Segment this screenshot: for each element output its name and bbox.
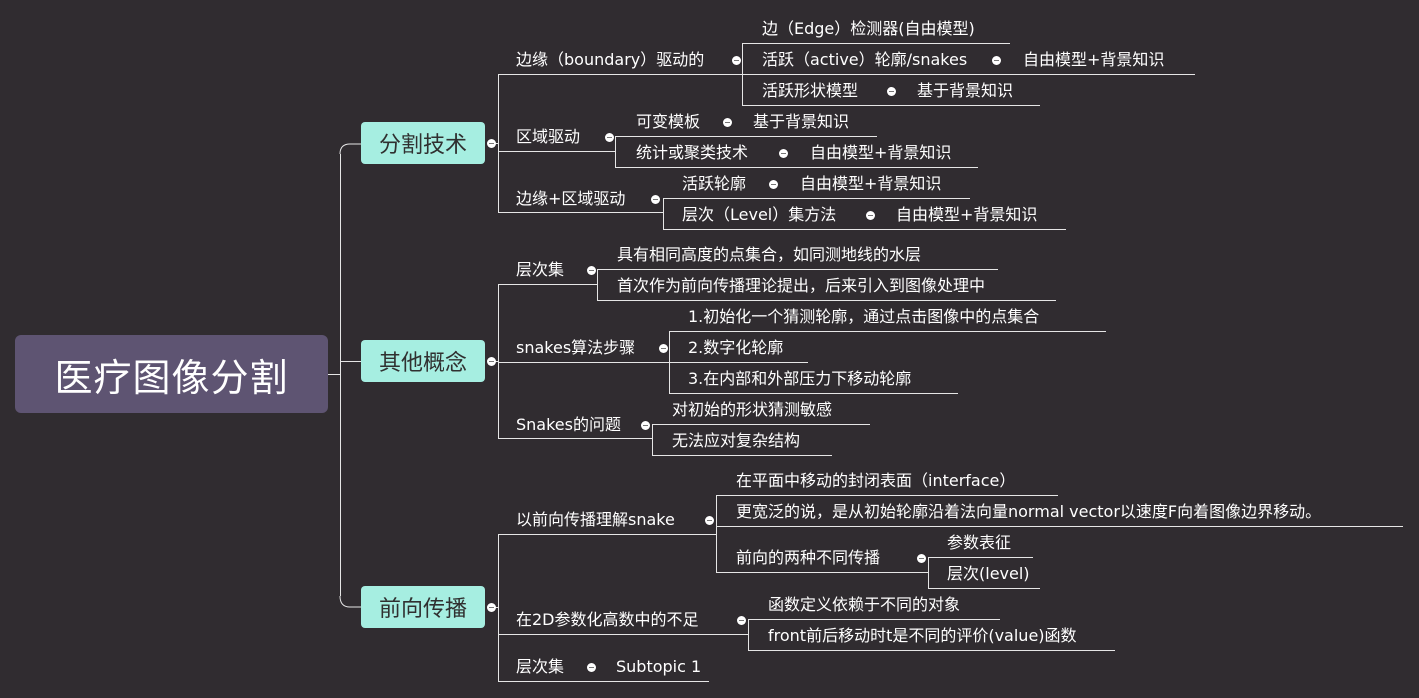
topic-deformable-template[interactable]: 可变模板 — [636, 112, 701, 131]
collapse-toggle-icon[interactable] — [992, 56, 1001, 65]
topic-leaf[interactable]: 在平面中移动的封闭表面（interface） — [736, 471, 1016, 490]
main-topic-label: 前向传播 — [378, 597, 467, 622]
main-topic-other-concepts[interactable]: 其他概念 — [361, 340, 485, 382]
main-topic-label: 分割技术 — [378, 133, 467, 158]
collapse-toggle-icon[interactable] — [659, 344, 668, 353]
collapse-toggle-icon[interactable] — [605, 133, 614, 142]
connector-line — [339, 143, 361, 155]
collapse-toggle-icon[interactable] — [487, 357, 496, 366]
subtopic-region-driven[interactable]: 区域驱动 — [516, 127, 581, 146]
topic-leaf[interactable]: front前后移动时t是不同的评价(value)函数 — [768, 626, 1077, 645]
topic-leaf[interactable]: 基于背景知识 — [753, 112, 850, 131]
topic-leaf[interactable]: 层次(level) — [947, 564, 1030, 583]
topic-leaf[interactable]: 对初始的形状猜测敏感 — [672, 400, 833, 419]
collapse-toggle-icon[interactable] — [779, 149, 788, 158]
subtopic-level-set-2[interactable]: 层次集 — [516, 657, 565, 676]
collapse-toggle-icon[interactable] — [917, 554, 926, 563]
topic-leaf[interactable]: 1.初始化一个猜测轮廓，通过点击图像中的点集合 — [688, 307, 1040, 326]
root-topic[interactable]: 医疗图像分割 — [15, 335, 328, 413]
main-topic-forward-propagation[interactable]: 前向传播 — [361, 586, 485, 628]
topic-leaf[interactable]: 自由模型+背景知识 — [810, 143, 952, 162]
collapse-toggle-icon[interactable] — [769, 180, 778, 189]
subtopic-snakes-problems[interactable]: Snakes的问题 — [516, 415, 621, 434]
topic-leaf[interactable]: 自由模型+背景知识 — [1023, 50, 1165, 69]
topic-statistical-clustering[interactable]: 统计或聚类技术 — [636, 143, 749, 162]
collapse-toggle-icon[interactable] — [732, 56, 741, 65]
subtopic-boundary-driven[interactable]: 边缘（boundary）驱动的 — [516, 50, 705, 69]
collapse-toggle-icon[interactable] — [487, 139, 496, 148]
topic-level-set-method[interactable]: 层次（Level）集方法 — [682, 205, 837, 224]
collapse-toggle-icon[interactable] — [487, 603, 496, 612]
topic-leaf[interactable]: 首次作为前向传播理论提出，后来引入到图像处理中 — [617, 276, 986, 295]
topic-leaf[interactable]: 无法应对复杂结构 — [672, 431, 801, 450]
topic-leaf[interactable]: 函数定义依赖于不同的对象 — [768, 595, 961, 614]
topic-edge-detector[interactable]: 边（Edge）检测器(自由模型) — [762, 19, 975, 38]
collapse-toggle-icon[interactable] — [887, 87, 896, 96]
topic-active-contour[interactable]: 活跃轮廓 — [682, 174, 747, 193]
connector-line — [339, 595, 361, 608]
topic-leaf[interactable]: 参数表征 — [947, 533, 1012, 552]
topic-active-contour-snakes[interactable]: 活跃（active）轮廓/snakes — [762, 50, 968, 69]
collapse-toggle-icon[interactable] — [641, 421, 650, 430]
subtopic-snakes-steps[interactable]: snakes算法步骤 — [516, 338, 636, 357]
topic-active-shape-model[interactable]: 活跃形状模型 — [762, 81, 859, 100]
subtopic-snake-forward[interactable]: 以前向传播理解snake — [516, 510, 675, 529]
topic-leaf[interactable]: 更宽泛的说，是从初始轮廓沿着法向量normal vector以速度F向着图像边界… — [736, 502, 1322, 521]
collapse-toggle-icon[interactable] — [587, 266, 596, 275]
subtopic-2d-param-limits[interactable]: 在2D参数化高数中的不足 — [516, 610, 699, 629]
main-topic-label: 其他概念 — [378, 351, 467, 376]
topic-leaf[interactable]: 2.数字化轮廓 — [688, 338, 784, 357]
subtopic-boundary-region-driven[interactable]: 边缘+区域驱动 — [516, 189, 626, 208]
topic-leaf[interactable]: 3.在内部和外部压力下移动轮廓 — [688, 369, 912, 388]
collapse-toggle-icon[interactable] — [737, 616, 746, 625]
collapse-toggle-icon[interactable] — [705, 516, 714, 525]
topic-leaf[interactable]: 基于背景知识 — [917, 81, 1014, 100]
topic-leaf[interactable]: 具有相同高度的点集合，如同测地线的水层 — [617, 245, 922, 264]
topic-leaf[interactable]: Subtopic 1 — [616, 657, 702, 676]
collapse-toggle-icon[interactable] — [651, 195, 660, 204]
root-topic-label: 医疗图像分割 — [54, 355, 289, 400]
collapse-toggle-icon[interactable] — [587, 663, 596, 672]
topic-leaf[interactable]: 自由模型+背景知识 — [896, 205, 1038, 224]
main-topic-segmentation-tech[interactable]: 分割技术 — [361, 122, 485, 164]
collapse-toggle-icon[interactable] — [866, 211, 875, 220]
subtopic-level-set[interactable]: 层次集 — [516, 260, 565, 279]
topic-leaf[interactable]: 自由模型+背景知识 — [800, 174, 942, 193]
topic-two-propagations[interactable]: 前向的两种不同传播 — [736, 548, 881, 567]
collapse-toggle-icon[interactable] — [723, 118, 732, 127]
